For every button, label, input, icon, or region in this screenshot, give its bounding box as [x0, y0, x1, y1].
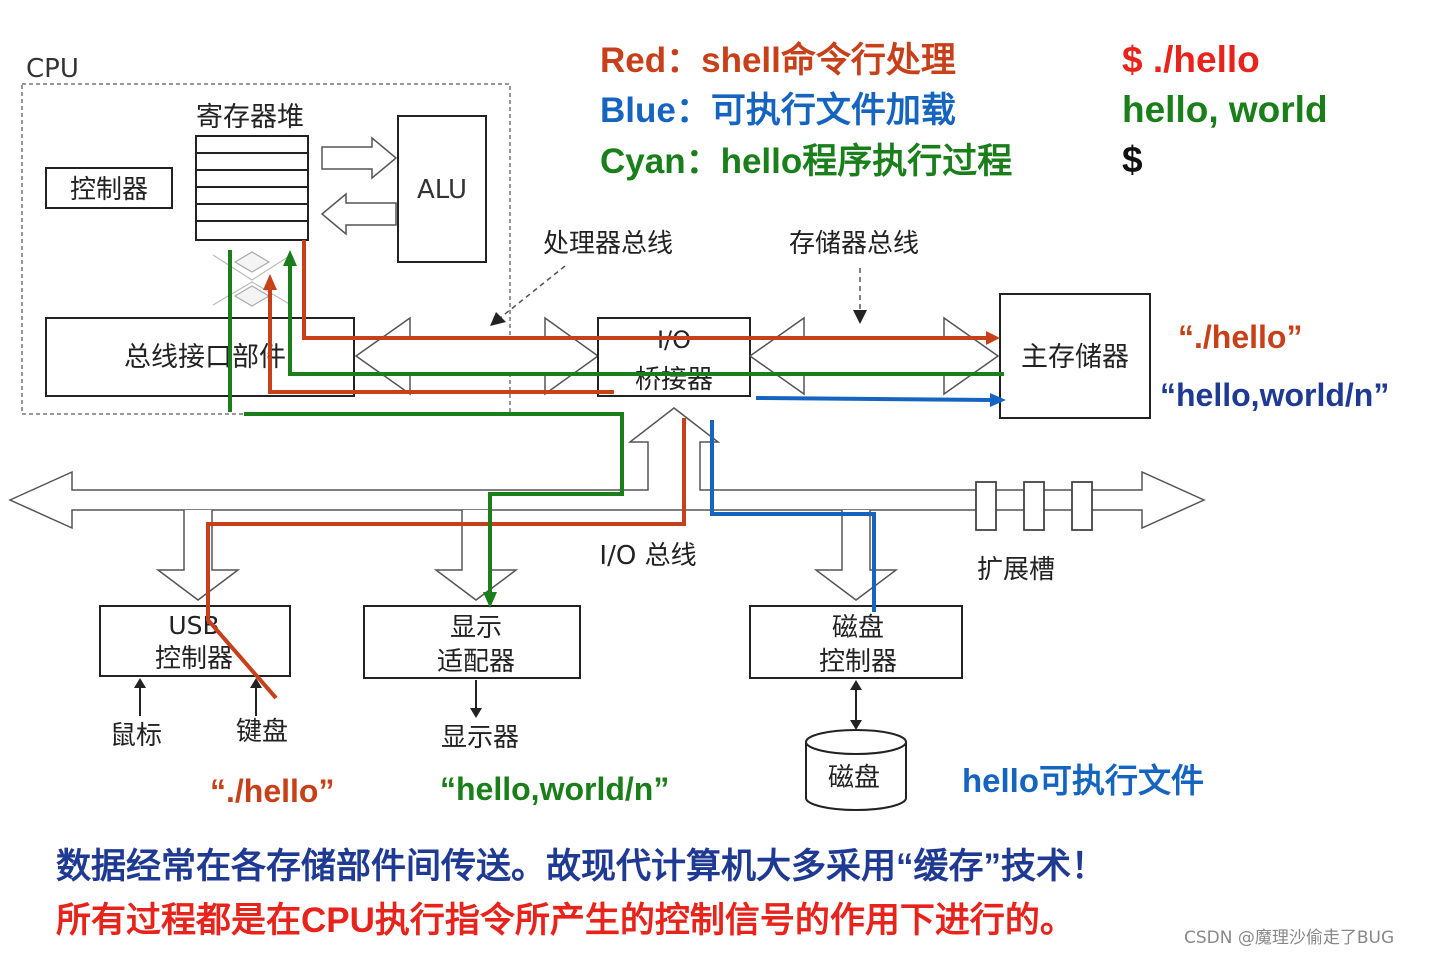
terminal-line-1: $ ./hello	[1122, 39, 1260, 80]
disk-arrow-head-up	[850, 680, 862, 690]
legend-blue: Blue：可执行文件加载	[600, 91, 956, 130]
cpu-label: CPU	[26, 54, 79, 84]
expansion-slots	[975, 481, 1093, 531]
register-file-label: 寄存器堆	[196, 102, 304, 133]
cpu-boundary	[21, 83, 511, 415]
red-flow-path	[206, 240, 1000, 700]
disk-label: 磁盘	[828, 763, 880, 793]
disk-controller-box	[749, 605, 963, 679]
annotation-hello-exec-file: hello可执行文件	[962, 762, 1204, 799]
annotation-hello-world-memory: “hello,world/n”	[1160, 377, 1389, 413]
bus-interface-label: 总线接口部件	[124, 342, 286, 373]
processor-bus-label: 处理器总线	[543, 229, 673, 259]
monitor-label: 显示器	[441, 723, 519, 753]
watermark: CSDN @魔理沙偷走了BUG	[1184, 928, 1394, 948]
keyboard-label: 键盘	[236, 717, 288, 747]
alu-box	[397, 115, 487, 263]
processor-bus-pointer-head	[490, 312, 506, 326]
reg-to-alu-arrow	[321, 136, 398, 180]
bus-to-usb-arrow	[155, 510, 241, 601]
mouse-label: 鼠标	[110, 721, 162, 751]
monitor-arrow-head	[470, 708, 482, 718]
alu-label: ALU	[417, 175, 467, 205]
reg-bus-connector	[233, 251, 271, 307]
annotation-hello-cmd-keyboard: “./hello”	[210, 773, 334, 809]
bus-to-disk-arrow	[813, 510, 899, 601]
controller-box	[45, 167, 173, 209]
terminal-line-3: $	[1122, 139, 1143, 180]
io-bus-label: I/O 总线	[599, 541, 696, 571]
keyboard-arrow-head	[250, 678, 262, 688]
usb-label-2: 控制器	[155, 644, 233, 674]
annotation-hello-world-display: “hello,world/n”	[440, 771, 669, 807]
main-memory-label: 主存储器	[1021, 342, 1129, 373]
footer-line-1: 数据经常在各存储部件间传送。故现代计算机大多采用“缓存”技术！	[56, 846, 1106, 886]
memory-bus-label: 存储器总线	[789, 229, 919, 259]
display-adapter-label-1: 显示	[450, 613, 502, 643]
disk-controller-label-1: 磁盘	[832, 613, 884, 643]
io-bridge-label-2: 桥接器	[635, 365, 713, 395]
alu-to-reg-arrow	[320, 192, 397, 236]
legend-cyan: Cyan：hello程序执行过程	[600, 142, 1012, 181]
annotation-hello-cmd-memory: “./hello”	[1178, 319, 1302, 355]
main-memory-box	[999, 293, 1151, 419]
io-bus-arrow	[8, 407, 1206, 530]
expansion-slot-label: 扩展槽	[977, 555, 1055, 585]
usb-controller-box	[99, 605, 291, 677]
controller-label: 控制器	[70, 175, 148, 205]
io-bridge-box	[597, 317, 751, 397]
footer-line-2: 所有过程都是在CPU执行指令所产生的控制信号的作用下进行的。	[56, 901, 1075, 940]
memory-bus-arrow	[748, 316, 1000, 396]
display-adapter-label-2: 适配器	[437, 647, 515, 677]
disk-cylinder	[805, 729, 907, 811]
reg-bus-connector-line	[212, 254, 292, 306]
display-adapter-box	[363, 605, 581, 679]
memory-bus-pointer-head	[853, 310, 867, 324]
processor-bus-arrow	[354, 316, 600, 396]
disk-arrow-head-down	[850, 720, 862, 730]
legend-red: Red：shell命令行处理	[600, 40, 956, 80]
register-file	[195, 135, 309, 241]
processor-bus-pointer	[499, 265, 566, 319]
terminal-line-2: hello, world	[1122, 89, 1328, 130]
blue-flow-path	[710, 393, 1006, 612]
disk-controller-label-2: 控制器	[819, 647, 897, 677]
green-flow-path	[228, 250, 1004, 608]
mouse-arrow-head	[134, 678, 146, 688]
